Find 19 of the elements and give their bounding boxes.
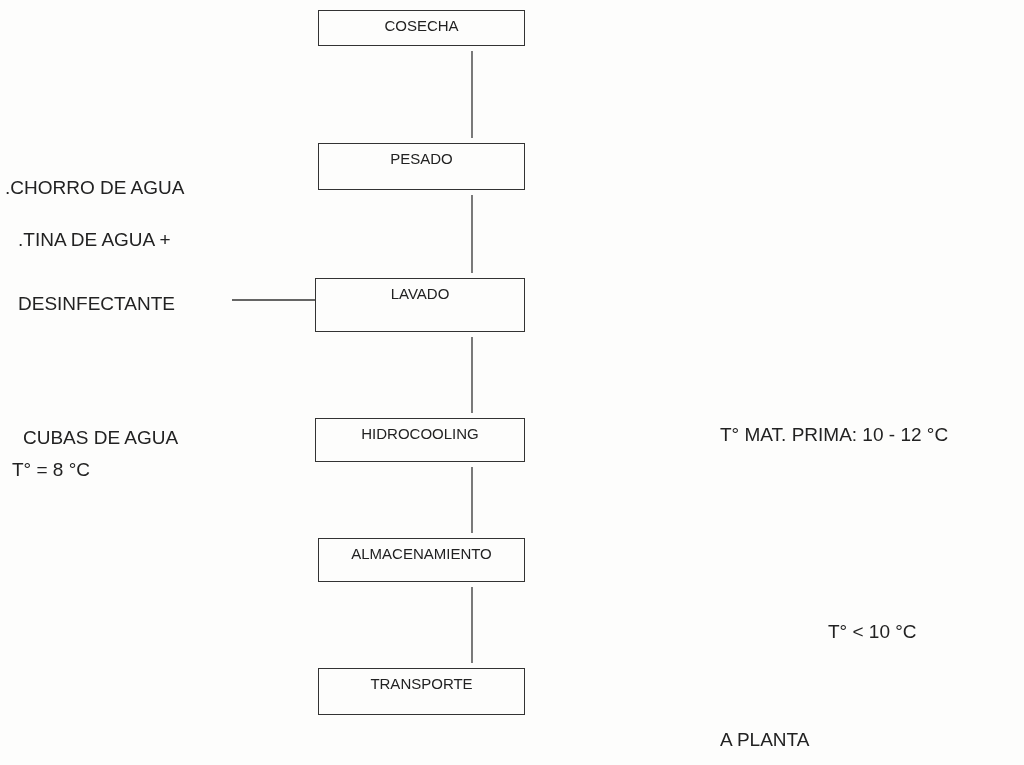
note-text: T° < 10 °C	[828, 621, 917, 643]
connector-line	[471, 194, 473, 274]
process-box: PESADO	[318, 143, 525, 190]
connector-line	[471, 586, 473, 664]
note-text: .CHORRO DE AGUA	[5, 176, 186, 200]
note-text: T° = 8 °C	[12, 459, 91, 481]
note-text: .TINA DE AGUA + DESINFECTANTE	[18, 228, 176, 316]
note-text: T° MAT. PRIMA: 10 - 12 °C	[720, 424, 949, 446]
process-box: LAVADO	[315, 278, 525, 332]
note-text: CUBAS DE AGUA	[23, 427, 179, 449]
note-text: A PLANTA	[720, 729, 810, 751]
connector-line	[471, 336, 473, 414]
connector-line	[231, 299, 316, 301]
process-box: ALMACENAMIENTO	[318, 538, 525, 582]
connector-line	[471, 466, 473, 534]
process-box: HIDROCOOLING	[315, 418, 525, 462]
process-box: TRANSPORTE	[318, 668, 525, 715]
process-box: COSECHA	[318, 10, 525, 46]
connector-line	[471, 50, 473, 139]
